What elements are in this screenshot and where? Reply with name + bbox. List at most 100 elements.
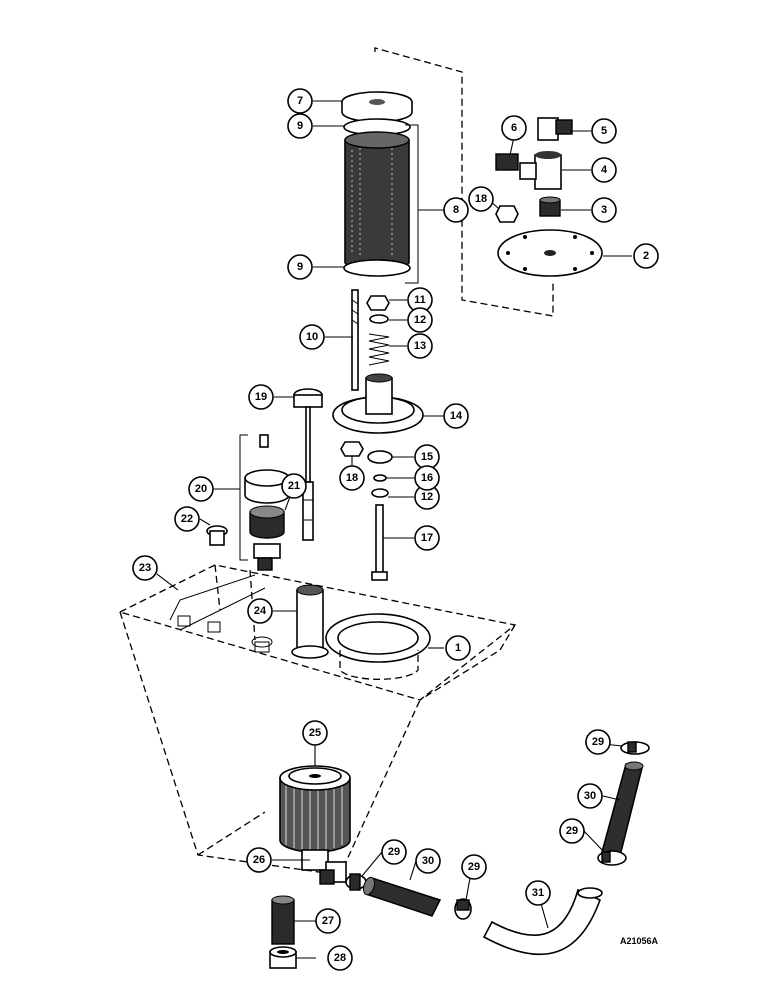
- callout-1: 1: [445, 635, 471, 661]
- svg-text:10: 10: [306, 331, 318, 343]
- callout-8: 8: [443, 197, 469, 223]
- suction-strainer: [279, 765, 351, 885]
- callout-29-top: 29: [585, 729, 611, 755]
- svg-text:8: 8: [453, 204, 459, 216]
- plug-22: [206, 525, 228, 546]
- hex-nut-upper: [495, 205, 519, 223]
- seal-15: [367, 450, 393, 464]
- callout-5: 5: [591, 118, 617, 144]
- svg-text:3: 3: [601, 204, 607, 216]
- svg-text:30: 30: [422, 855, 434, 867]
- reference-code: A21056A: [620, 936, 659, 946]
- filter-base: [332, 373, 424, 434]
- hose-30-lower: [362, 876, 442, 917]
- svg-text:14: 14: [450, 410, 463, 422]
- svg-text:12: 12: [421, 491, 433, 503]
- hose-clamp-upper-mid: [597, 850, 627, 866]
- mounting-plate: [497, 229, 603, 277]
- nut-18-lower: [340, 441, 364, 457]
- svg-text:4: 4: [601, 164, 608, 176]
- cap-28: [269, 946, 297, 969]
- callout-14: 14: [443, 403, 469, 429]
- elbow-fitting: [537, 117, 573, 141]
- spring: [368, 333, 390, 366]
- svg-text:18: 18: [346, 472, 358, 484]
- svg-text:24: 24: [254, 605, 267, 617]
- svg-text:15: 15: [421, 451, 433, 463]
- leader-lines: [156, 100, 632, 959]
- svg-text:25: 25: [309, 727, 321, 739]
- dipstick: [293, 388, 323, 541]
- svg-text:18: 18: [475, 193, 487, 205]
- callout-26: 26: [246, 847, 272, 873]
- svg-text:16: 16: [421, 472, 433, 484]
- callout-29-low-right: 29: [461, 854, 487, 880]
- callout-29-low-left: 29: [381, 839, 407, 865]
- callout-29-mid: 29: [559, 818, 585, 844]
- svg-text:29: 29: [592, 736, 604, 748]
- hidden-lines: [118, 47, 554, 876]
- callout-3: 3: [591, 197, 617, 223]
- callout-12-upper: 12: [407, 307, 433, 333]
- cover-cap: [341, 91, 413, 123]
- callout-9-top: 9: [287, 113, 313, 139]
- svg-text:21: 21: [288, 480, 300, 492]
- hose-31-elbow: [482, 887, 603, 956]
- svg-text:29: 29: [388, 846, 400, 858]
- svg-text:27: 27: [322, 915, 334, 927]
- svg-text:30: 30: [584, 790, 596, 802]
- svg-text:2: 2: [643, 250, 649, 262]
- nut-11: [366, 295, 390, 311]
- svg-text:12: 12: [414, 314, 426, 326]
- washer-12: [369, 314, 389, 324]
- svg-text:13: 13: [414, 340, 426, 352]
- washer-12-lower: [371, 488, 389, 498]
- tie-rod: [351, 289, 359, 391]
- svg-text:6: 6: [511, 122, 517, 134]
- callout-24: 24: [247, 598, 273, 624]
- svg-text:5: 5: [601, 125, 607, 137]
- callout-2: 2: [633, 243, 659, 269]
- hose-clamp-lower-right: [454, 898, 472, 920]
- svg-text:20: 20: [195, 483, 207, 495]
- hose-clamp-upper-top: [620, 741, 650, 755]
- callout-18-lower: 18: [339, 465, 365, 491]
- callout-27: 27: [315, 908, 341, 934]
- hose-clamp-lower-left: [345, 873, 367, 891]
- callout-21: 21: [281, 473, 307, 499]
- bushing: [539, 196, 561, 217]
- callout-25: 25: [302, 720, 328, 746]
- svg-text:17: 17: [421, 532, 433, 544]
- svg-text:26: 26: [253, 854, 265, 866]
- breather-assembly: [244, 434, 290, 571]
- flange-ring: [325, 613, 431, 680]
- callout-16: 16: [414, 465, 440, 491]
- callout-30-lower: 30: [415, 848, 441, 874]
- tee-fitting: [519, 151, 562, 190]
- callout-10: 10: [299, 324, 325, 350]
- filler-tube: [291, 584, 329, 659]
- callout-19: 19: [248, 384, 274, 410]
- svg-text:31: 31: [532, 887, 544, 899]
- callout-22: 22: [174, 506, 200, 532]
- callout-17: 17: [414, 525, 440, 551]
- svg-text:9: 9: [297, 120, 303, 132]
- callout-30-upper: 30: [577, 783, 603, 809]
- svg-text:19: 19: [255, 391, 267, 403]
- o-ring-16: [373, 474, 387, 482]
- callout-20: 20: [188, 476, 214, 502]
- nipple-27: [271, 895, 295, 945]
- callout-23: 23: [132, 555, 158, 581]
- callout-6: 6: [501, 115, 527, 141]
- gasket-bottom: [343, 259, 411, 277]
- callout-18-upper: 18: [468, 186, 494, 212]
- svg-text:1: 1: [455, 642, 461, 654]
- callout-9-bottom: 9: [287, 254, 313, 280]
- svg-text:9: 9: [297, 261, 303, 273]
- svg-text:11: 11: [414, 294, 426, 306]
- svg-text:29: 29: [468, 861, 480, 873]
- hose-30-upper: [601, 761, 644, 857]
- callout-13: 13: [407, 333, 433, 359]
- bolt-17: [371, 504, 388, 581]
